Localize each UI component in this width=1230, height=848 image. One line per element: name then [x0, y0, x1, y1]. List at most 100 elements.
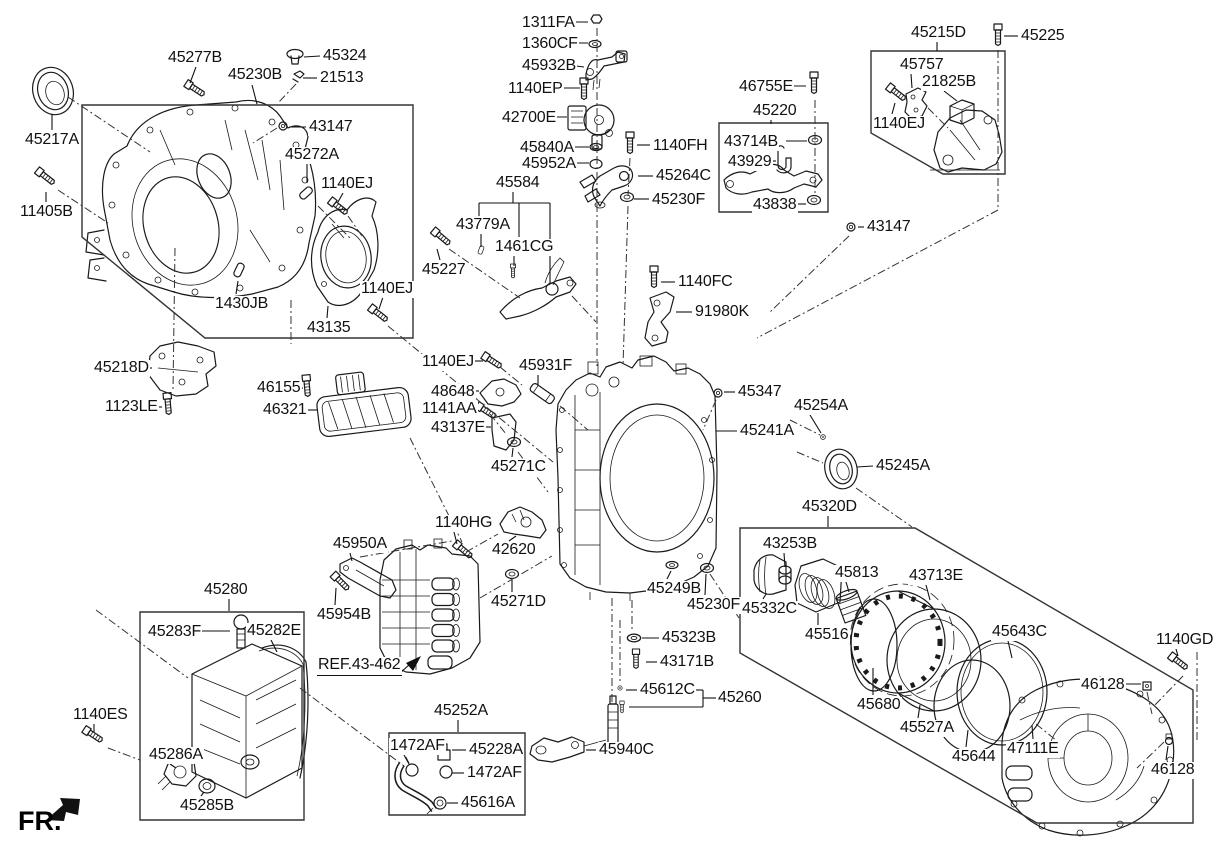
- part-label-45280-58: 45280: [203, 581, 249, 599]
- part-label-45950A-56: 45950A: [332, 535, 388, 553]
- leader-line: [1031, 724, 1034, 740]
- guide-line: [1136, 741, 1165, 769]
- part-label-45241A-42: 45241A: [739, 422, 795, 440]
- leader-line: [508, 535, 517, 542]
- part-label-1123LE-13: 1123LE: [104, 398, 159, 416]
- part-label-45324-1: 45324: [322, 47, 368, 65]
- part-label-47111E-87: 47111E: [1006, 740, 1060, 758]
- part-label-45516-80: 45516: [804, 626, 850, 644]
- part-label-45320D-77: 45320D: [801, 498, 858, 516]
- guide-line: [57, 189, 109, 224]
- leader-line: [303, 55, 321, 58]
- leader-line: [666, 570, 672, 580]
- part-label-45245A-44: 45245A: [875, 457, 931, 475]
- leader-line: [453, 531, 458, 545]
- leader-line: [917, 704, 921, 719]
- part-label-43137E-51: 43137E: [430, 419, 486, 437]
- part-label-45952A-22: 45952A: [521, 155, 577, 173]
- part-label-1311FA-16: 1311FA: [521, 14, 576, 32]
- part-label-45283F-59: 45283F: [147, 623, 203, 641]
- part-label-45527A-84: 45527A: [899, 719, 955, 737]
- guide-line: [299, 687, 405, 767]
- leader-line: [783, 552, 786, 568]
- leader-line: [251, 84, 258, 105]
- part-label-45260-76: 45260: [717, 689, 763, 707]
- guide-line: [67, 96, 151, 153]
- leader-line: [943, 90, 958, 102]
- part-label-1140EJ-47: 1140EJ: [421, 353, 475, 371]
- part-label-45584-23: 45584: [495, 174, 541, 192]
- part-label-1140FH-27: 1140FH: [652, 137, 709, 155]
- part-label-21825B-38: 21825B: [921, 73, 977, 91]
- part-label-45285B-69: 45285B: [179, 797, 235, 815]
- part-label-45954B-57: 45954B: [316, 606, 372, 624]
- guide-line: [277, 83, 297, 104]
- leader-line: [511, 447, 514, 458]
- part-label-45616A-66: 45616A: [460, 794, 516, 812]
- part-label-45228A-64: 45228A: [468, 741, 524, 759]
- guide-line: [252, 127, 278, 144]
- leader-line: [326, 305, 329, 319]
- part-label-45282E-60: 45282E: [246, 622, 302, 640]
- leader-line: [270, 639, 278, 653]
- guide-line: [499, 366, 523, 386]
- leader-line: [169, 763, 177, 769]
- leader-line: [856, 465, 874, 468]
- part-label-45249B-71: 45249B: [646, 580, 702, 598]
- part-label-45757-37: 45757: [899, 56, 945, 74]
- part-label-43253B-78: 43253B: [762, 535, 818, 553]
- part-label-REF-43-462-61: REF.43-462: [317, 656, 402, 676]
- guide-line: [756, 209, 999, 339]
- part-label-42700E-20: 42700E: [501, 109, 557, 127]
- part-label-46155-14: 46155: [256, 379, 302, 397]
- part-label-45220-31: 45220: [752, 102, 798, 120]
- leader-line: [1165, 745, 1169, 761]
- part-label-45323B-73: 45323B: [661, 629, 717, 647]
- leader-line: [891, 102, 896, 115]
- leader-line: [337, 192, 344, 203]
- part-label-45254A-43: 45254A: [793, 397, 849, 415]
- part-label-46755E-30: 46755E: [738, 78, 794, 96]
- leader-line: [349, 552, 353, 562]
- part-label-43714B-32: 43714B: [723, 133, 779, 151]
- guide-line: [702, 399, 717, 431]
- part-label-1140EP-19: 1140EP: [507, 80, 564, 98]
- guide-line: [107, 747, 141, 761]
- guide-line: [1153, 675, 1184, 707]
- part-label-43838-34: 43838: [752, 196, 798, 214]
- guide-line: [448, 248, 521, 299]
- part-label-43147-4: 43147: [308, 118, 354, 136]
- guide-line: [465, 533, 499, 553]
- part-label-1430JB-9: 1430JB: [214, 295, 270, 313]
- part-label-43779A-24: 43779A: [455, 216, 511, 234]
- part-label-45271D-55: 45271D: [490, 593, 547, 611]
- part-label-43135-11: 43135: [306, 319, 352, 337]
- part-label-1140EJ-39: 1140EJ: [872, 115, 926, 133]
- output-carrier-group-box: [739, 527, 1194, 824]
- part-label-1472AF-65: 1472AF: [466, 764, 523, 782]
- part-label-45347-41: 45347: [737, 383, 783, 401]
- part-label-1472AF-63: 1472AF: [389, 737, 446, 755]
- part-label-45217A-7: 45217A: [24, 131, 80, 149]
- part-label-45230F-29: 45230F: [651, 191, 707, 209]
- part-label-1140EJ-10: 1140EJ: [360, 280, 414, 298]
- part-label-45218D-12: 45218D: [93, 359, 150, 377]
- leader-line: [1007, 640, 1013, 659]
- part-label-43929-33: 43929: [727, 153, 773, 171]
- leader-line: [378, 296, 384, 310]
- guide-line: [1146, 691, 1153, 715]
- guide-line: [95, 609, 189, 679]
- part-label-45271C-52: 45271C: [490, 458, 547, 476]
- leader-line: [200, 791, 205, 797]
- part-label-45252A-62: 45252A: [433, 702, 489, 720]
- part-label-45227-26: 45227: [421, 261, 467, 279]
- leader-line: [845, 581, 850, 593]
- guide-line: [489, 413, 507, 435]
- guide-line: [1035, 723, 1058, 742]
- leader-line: [809, 414, 822, 434]
- part-label-46321-15: 46321: [262, 401, 308, 419]
- part-label-1461CG-25: 1461CG: [494, 238, 555, 256]
- oil-pan-group-box: [139, 611, 305, 821]
- part-label-45644-85: 45644: [951, 748, 997, 766]
